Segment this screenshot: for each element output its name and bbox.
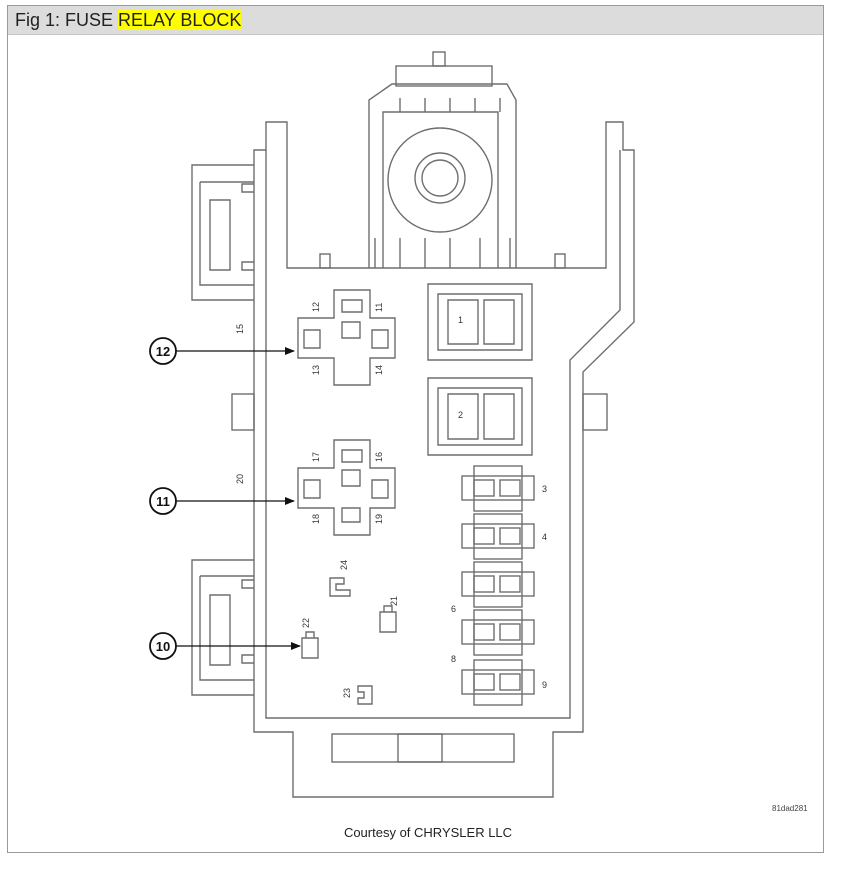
fuse-label-1: 1 <box>458 315 463 325</box>
fuse-label-4: 4 <box>542 532 547 542</box>
fuse-label-8: 8 <box>451 654 456 664</box>
courtesy-caption: Courtesy of CHRYSLER LLC <box>343 825 513 840</box>
relay-cavity-bottom <box>297 439 396 536</box>
cavity-24 <box>329 577 351 597</box>
side-label-20: 20 <box>235 474 245 484</box>
relay-labels-bottom: 17 16 18 19 <box>311 452 384 524</box>
relay-pin-label: 12 <box>311 302 321 312</box>
callout-number: 12 <box>156 344 170 359</box>
cavity-label-23: 23 <box>342 688 352 698</box>
fuse-label-6: 6 <box>451 604 456 614</box>
housing-outline <box>253 121 635 798</box>
top-tab <box>395 65 493 87</box>
cavity-23 <box>357 685 373 705</box>
mini-fuse-6 <box>461 561 535 608</box>
fuse-label-9: 9 <box>542 680 547 690</box>
callout-number: 11 <box>156 494 170 509</box>
stud-inner <box>421 159 459 197</box>
cavity-label-22: 22 <box>301 618 311 628</box>
relay-cavity-top <box>297 289 396 386</box>
large-fuse-1 <box>427 283 533 361</box>
mini-fuse-4 <box>461 513 535 560</box>
stud-mid <box>414 152 466 204</box>
relay-labels-top: 12 11 13 14 <box>311 302 384 375</box>
relay-pin-label: 16 <box>374 452 384 462</box>
figure-frame: Fig 1: FUSE RELAY BLOCK <box>7 5 824 853</box>
left-side-tab <box>231 393 255 431</box>
top-connector <box>368 83 517 268</box>
title-highlight: RELAY BLOCK <box>118 10 242 30</box>
callout-12: 12 <box>149 337 295 365</box>
figure-title: Fig 1: FUSE RELAY BLOCK <box>15 10 242 31</box>
left-connector-lower <box>191 559 254 696</box>
large-fuse-2 <box>427 377 533 456</box>
stud-outer <box>387 127 493 233</box>
side-label-15: 15 <box>235 324 245 334</box>
fuse-label-2: 2 <box>458 410 463 420</box>
cavity-label-21: 21 <box>389 596 399 606</box>
figure-id: 81dad281 <box>772 804 808 813</box>
mini-fuse-9 <box>461 659 535 706</box>
cavity-21 <box>379 605 397 633</box>
title-bar: Fig 1: FUSE RELAY BLOCK <box>8 6 823 35</box>
relay-pin-label: 18 <box>311 514 321 524</box>
fuse-label-3: 3 <box>542 484 547 494</box>
right-side-tab <box>582 393 608 431</box>
cavity-label-24: 24 <box>339 560 349 570</box>
left-connector-upper <box>191 164 254 301</box>
relay-pin-label: 13 <box>311 365 321 375</box>
callout-10: 10 <box>149 632 301 660</box>
housing-inner <box>265 150 621 719</box>
mini-fuse-3 <box>461 465 535 512</box>
relay-pin-label: 11 <box>374 303 384 312</box>
callout-number: 10 <box>156 639 170 654</box>
relay-pin-label: 17 <box>311 452 321 462</box>
relay-pin-label: 19 <box>374 514 384 524</box>
cavity-22 <box>301 631 319 659</box>
callout-11: 11 <box>149 487 295 515</box>
bottom-connector <box>331 733 515 763</box>
mini-fuse-8 <box>461 609 535 656</box>
relay-pin-label: 14 <box>374 365 384 375</box>
top-tab-pin <box>432 51 446 67</box>
title-prefix: Fig 1: FUSE <box>15 10 119 30</box>
